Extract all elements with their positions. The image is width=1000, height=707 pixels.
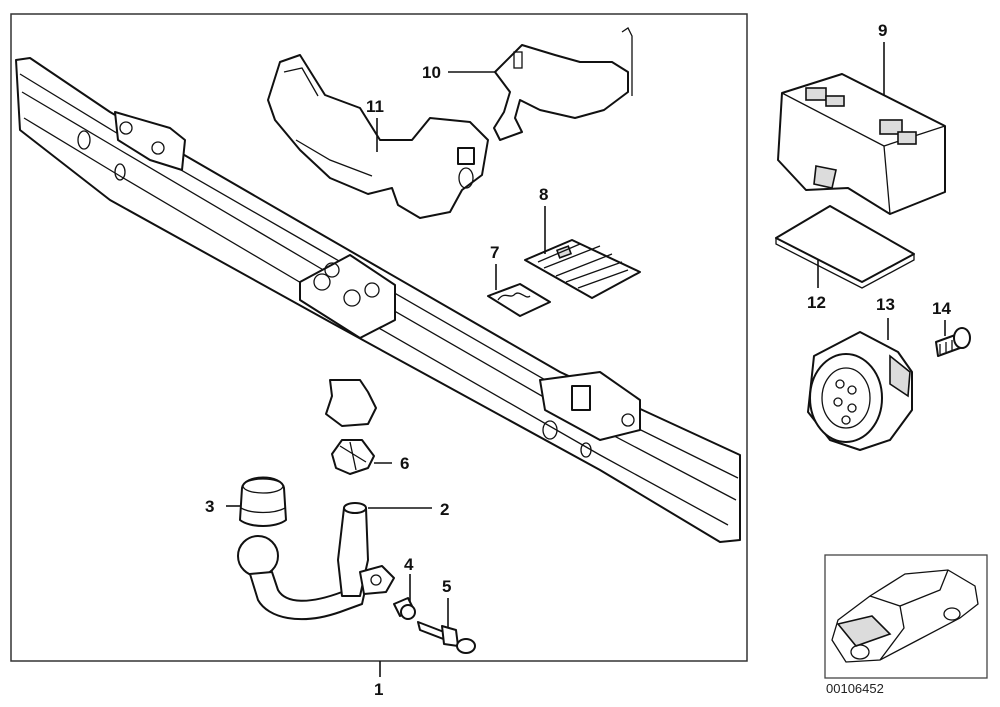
part-11-bracket xyxy=(267,54,489,219)
callout-14: 14 xyxy=(932,299,951,318)
callout-7: 7 xyxy=(490,243,499,262)
part-7-label-small xyxy=(487,283,551,317)
callout-8: 8 xyxy=(539,185,548,204)
callout-13: 13 xyxy=(876,295,895,314)
part-10-bracket xyxy=(493,27,633,141)
callout-12: 12 xyxy=(807,293,826,312)
part-6-clip xyxy=(331,439,375,475)
callout-3: 3 xyxy=(205,497,214,516)
part-14-screw xyxy=(935,327,971,357)
crossbeam xyxy=(15,57,741,543)
part-13-socket xyxy=(807,331,913,451)
callout-2: 2 xyxy=(440,500,449,519)
part-9-housing xyxy=(777,73,946,215)
part-4-lock-knob xyxy=(393,597,416,620)
callout-6: 6 xyxy=(400,454,409,473)
callout-4: 4 xyxy=(404,555,414,574)
leader-lines xyxy=(226,42,946,677)
callout-1: 1 xyxy=(374,680,383,699)
part-12-pad xyxy=(775,205,915,289)
callout-5: 5 xyxy=(442,577,451,596)
diagram-code: 00106452 xyxy=(826,681,884,696)
callout-10: 10 xyxy=(422,63,441,82)
part-3-cap xyxy=(239,476,287,527)
part-5-key xyxy=(417,621,476,654)
callout-9: 9 xyxy=(878,21,887,40)
assembly-frame xyxy=(10,13,748,662)
callout-11: 11 xyxy=(366,97,384,116)
vehicle-thumbnail xyxy=(824,554,988,679)
part-8-label-sheet xyxy=(524,239,641,299)
part-2-towball-arm xyxy=(237,502,395,621)
